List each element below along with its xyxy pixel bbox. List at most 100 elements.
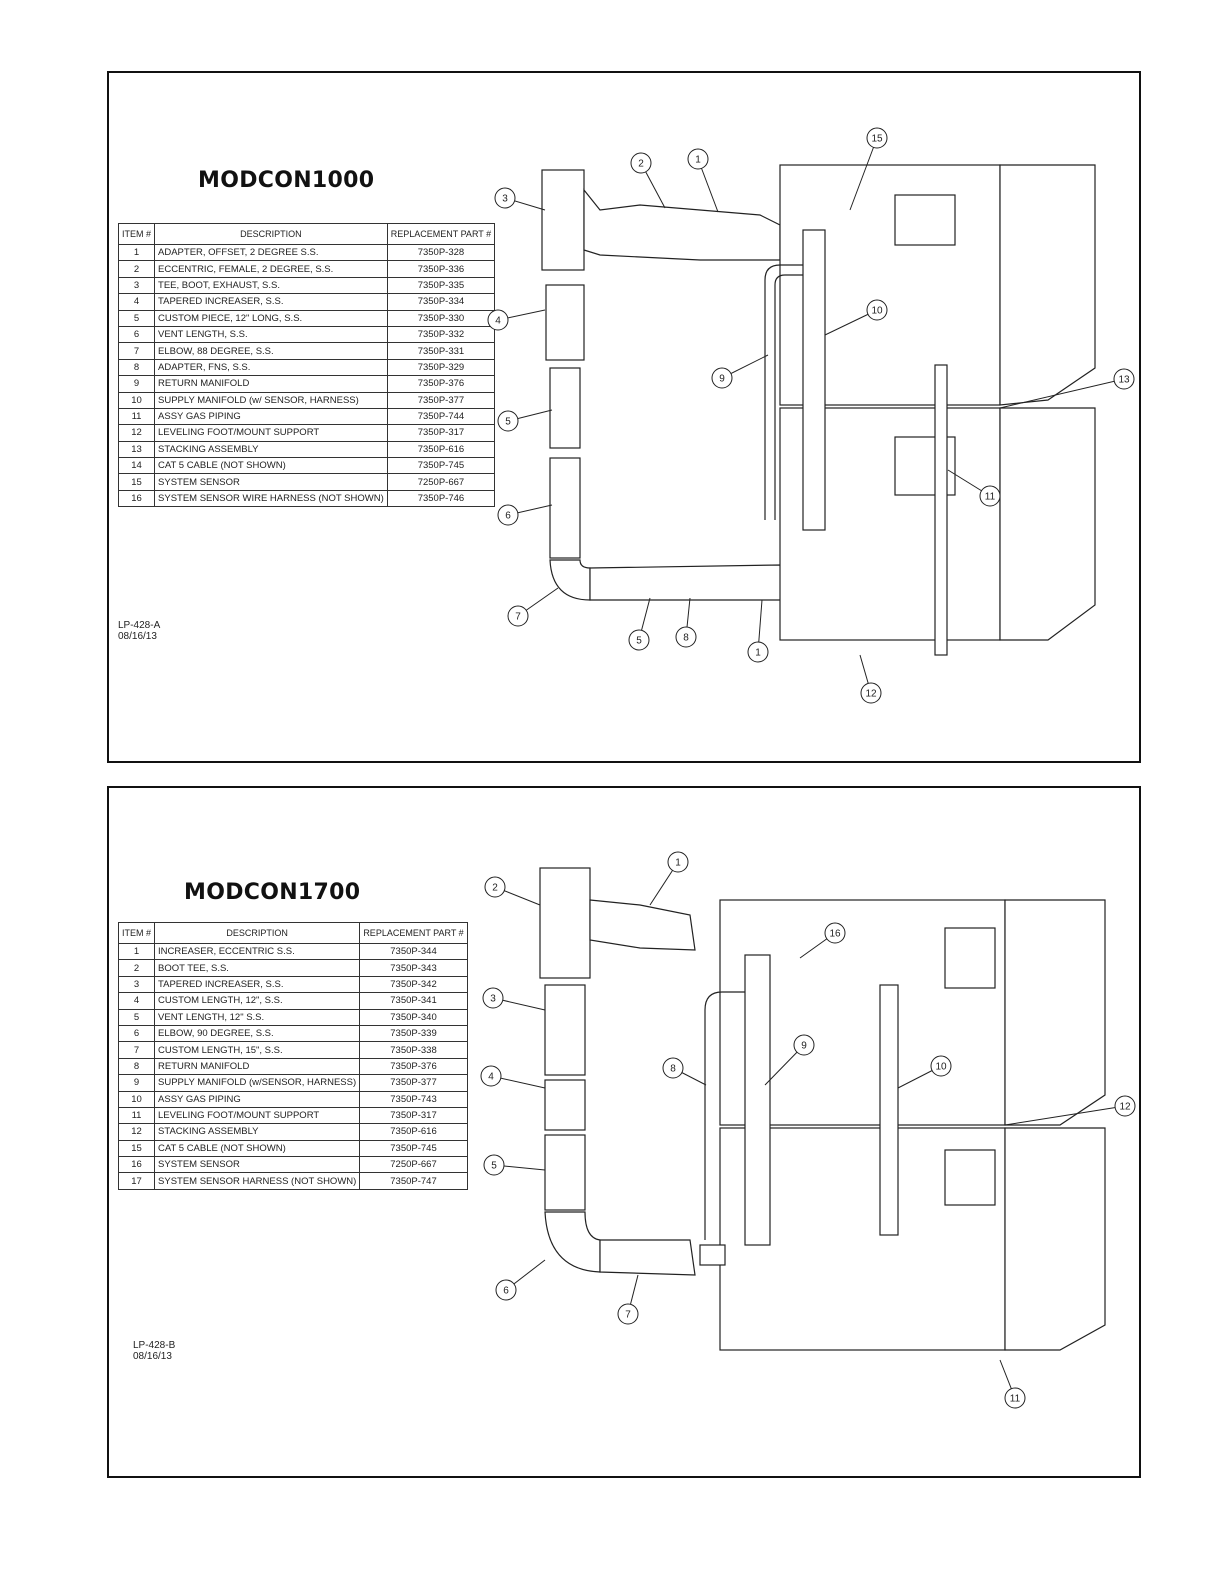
- callout-number: 10: [871, 306, 883, 317]
- callout-leader: [849, 137, 878, 211]
- callout-bubble: [628, 629, 650, 651]
- callout-bubble: [930, 1055, 952, 1077]
- drawing-date: 08/16/13: [133, 1351, 172, 1362]
- drawing-code: LP-428-A 08/16/13: [118, 620, 160, 642]
- callout-number: 2: [492, 883, 498, 894]
- model-title: MODCON1700: [184, 880, 361, 905]
- gas-piping-shape: [934, 364, 948, 656]
- increaser-eccentric-shape: [589, 899, 696, 951]
- part-cell: 7350P-746: [386, 489, 496, 508]
- callout-number: 8: [683, 633, 689, 644]
- lower-boiler-front: [999, 407, 1096, 641]
- callout-number: 9: [801, 1041, 807, 1052]
- callout-number: 12: [865, 689, 877, 700]
- part-cell: 7350P-747: [359, 1172, 468, 1190]
- callout-leader: [1004, 1105, 1126, 1126]
- callout-bubble: [1113, 368, 1135, 390]
- callout-number: 11: [1010, 1394, 1021, 1405]
- lower-boiler-front: [1004, 1127, 1106, 1351]
- lower-panel-shape: [944, 1149, 996, 1206]
- callout-bubble: [497, 410, 519, 432]
- lp-code: LP-428-A: [118, 620, 161, 631]
- callout-bubble: [483, 1154, 505, 1176]
- return-manifold-inner: [774, 274, 820, 520]
- drawing-date: 08/16/13: [118, 631, 157, 642]
- callout-number: 6: [505, 511, 511, 522]
- upper-boiler-front: [1004, 899, 1106, 1126]
- callout-number: 1: [695, 155, 701, 166]
- callout-bubble: [866, 127, 888, 149]
- callout-bubble: [630, 152, 652, 174]
- callout-number: 12: [1119, 1102, 1131, 1113]
- item-cell: 16: [117, 489, 156, 508]
- callout-bubble: [747, 641, 769, 663]
- part-cell: 7350P-745: [359, 1139, 468, 1158]
- callout-bubble: [711, 367, 733, 389]
- callout-bubble: [866, 299, 888, 321]
- vent-length-shape: [549, 457, 581, 559]
- manifold-base-shape: [699, 1244, 726, 1266]
- callout-bubble: [480, 1065, 502, 1087]
- gas-piping-shape: [879, 984, 899, 1236]
- callout-bubble: [484, 876, 506, 898]
- return-manifold-shape: [704, 991, 760, 1240]
- increaser-shape: [545, 284, 585, 361]
- callout-bubble: [494, 187, 516, 209]
- description-cell: SYSTEM SENSOR HARNESS (NOT SHOWN): [154, 1172, 361, 1190]
- upper-panel-shape: [944, 927, 996, 989]
- callout-number: 10: [935, 1062, 947, 1073]
- callout-bubble: [824, 922, 846, 944]
- callout-bubble: [1004, 1387, 1026, 1409]
- lp-code: LP-428-B: [133, 1340, 176, 1351]
- callout-number: 13: [1118, 375, 1130, 386]
- callout-number: 4: [495, 316, 501, 327]
- callout-number: 1: [675, 858, 681, 869]
- callout-number: 4: [488, 1072, 494, 1083]
- item-cell: 13: [117, 440, 156, 459]
- callout-bubble: [667, 851, 689, 873]
- callout-bubble: [979, 485, 1001, 507]
- callout-bubble: [662, 1057, 684, 1079]
- callout-number: 6: [503, 1286, 509, 1297]
- callout-number: 5: [491, 1161, 497, 1172]
- callout-number: 16: [829, 929, 841, 940]
- callout-bubble: [793, 1034, 815, 1056]
- callout-bubble: [507, 605, 529, 627]
- callout-bubble: [1114, 1095, 1136, 1117]
- callout-number: 3: [490, 994, 496, 1005]
- callout-number: 5: [505, 417, 511, 428]
- callout-bubble: [482, 987, 504, 1009]
- callout-number: 9: [719, 374, 725, 385]
- callout-number: 7: [625, 1310, 631, 1321]
- boot-tee-shape: [541, 169, 585, 271]
- callout-bubble: [687, 148, 709, 170]
- upper-boiler-front: [999, 164, 1096, 406]
- callout-bubble: [497, 504, 519, 526]
- supply-manifold-shape: [802, 229, 826, 531]
- supply-manifold-shape: [744, 954, 771, 1246]
- custom-piece-shape: [549, 367, 581, 449]
- tapered-increaser-shape: [544, 984, 586, 1076]
- upper-panel-shape: [894, 194, 956, 246]
- model-title: MODCON1000: [198, 168, 375, 193]
- callout-number: 15: [871, 134, 883, 145]
